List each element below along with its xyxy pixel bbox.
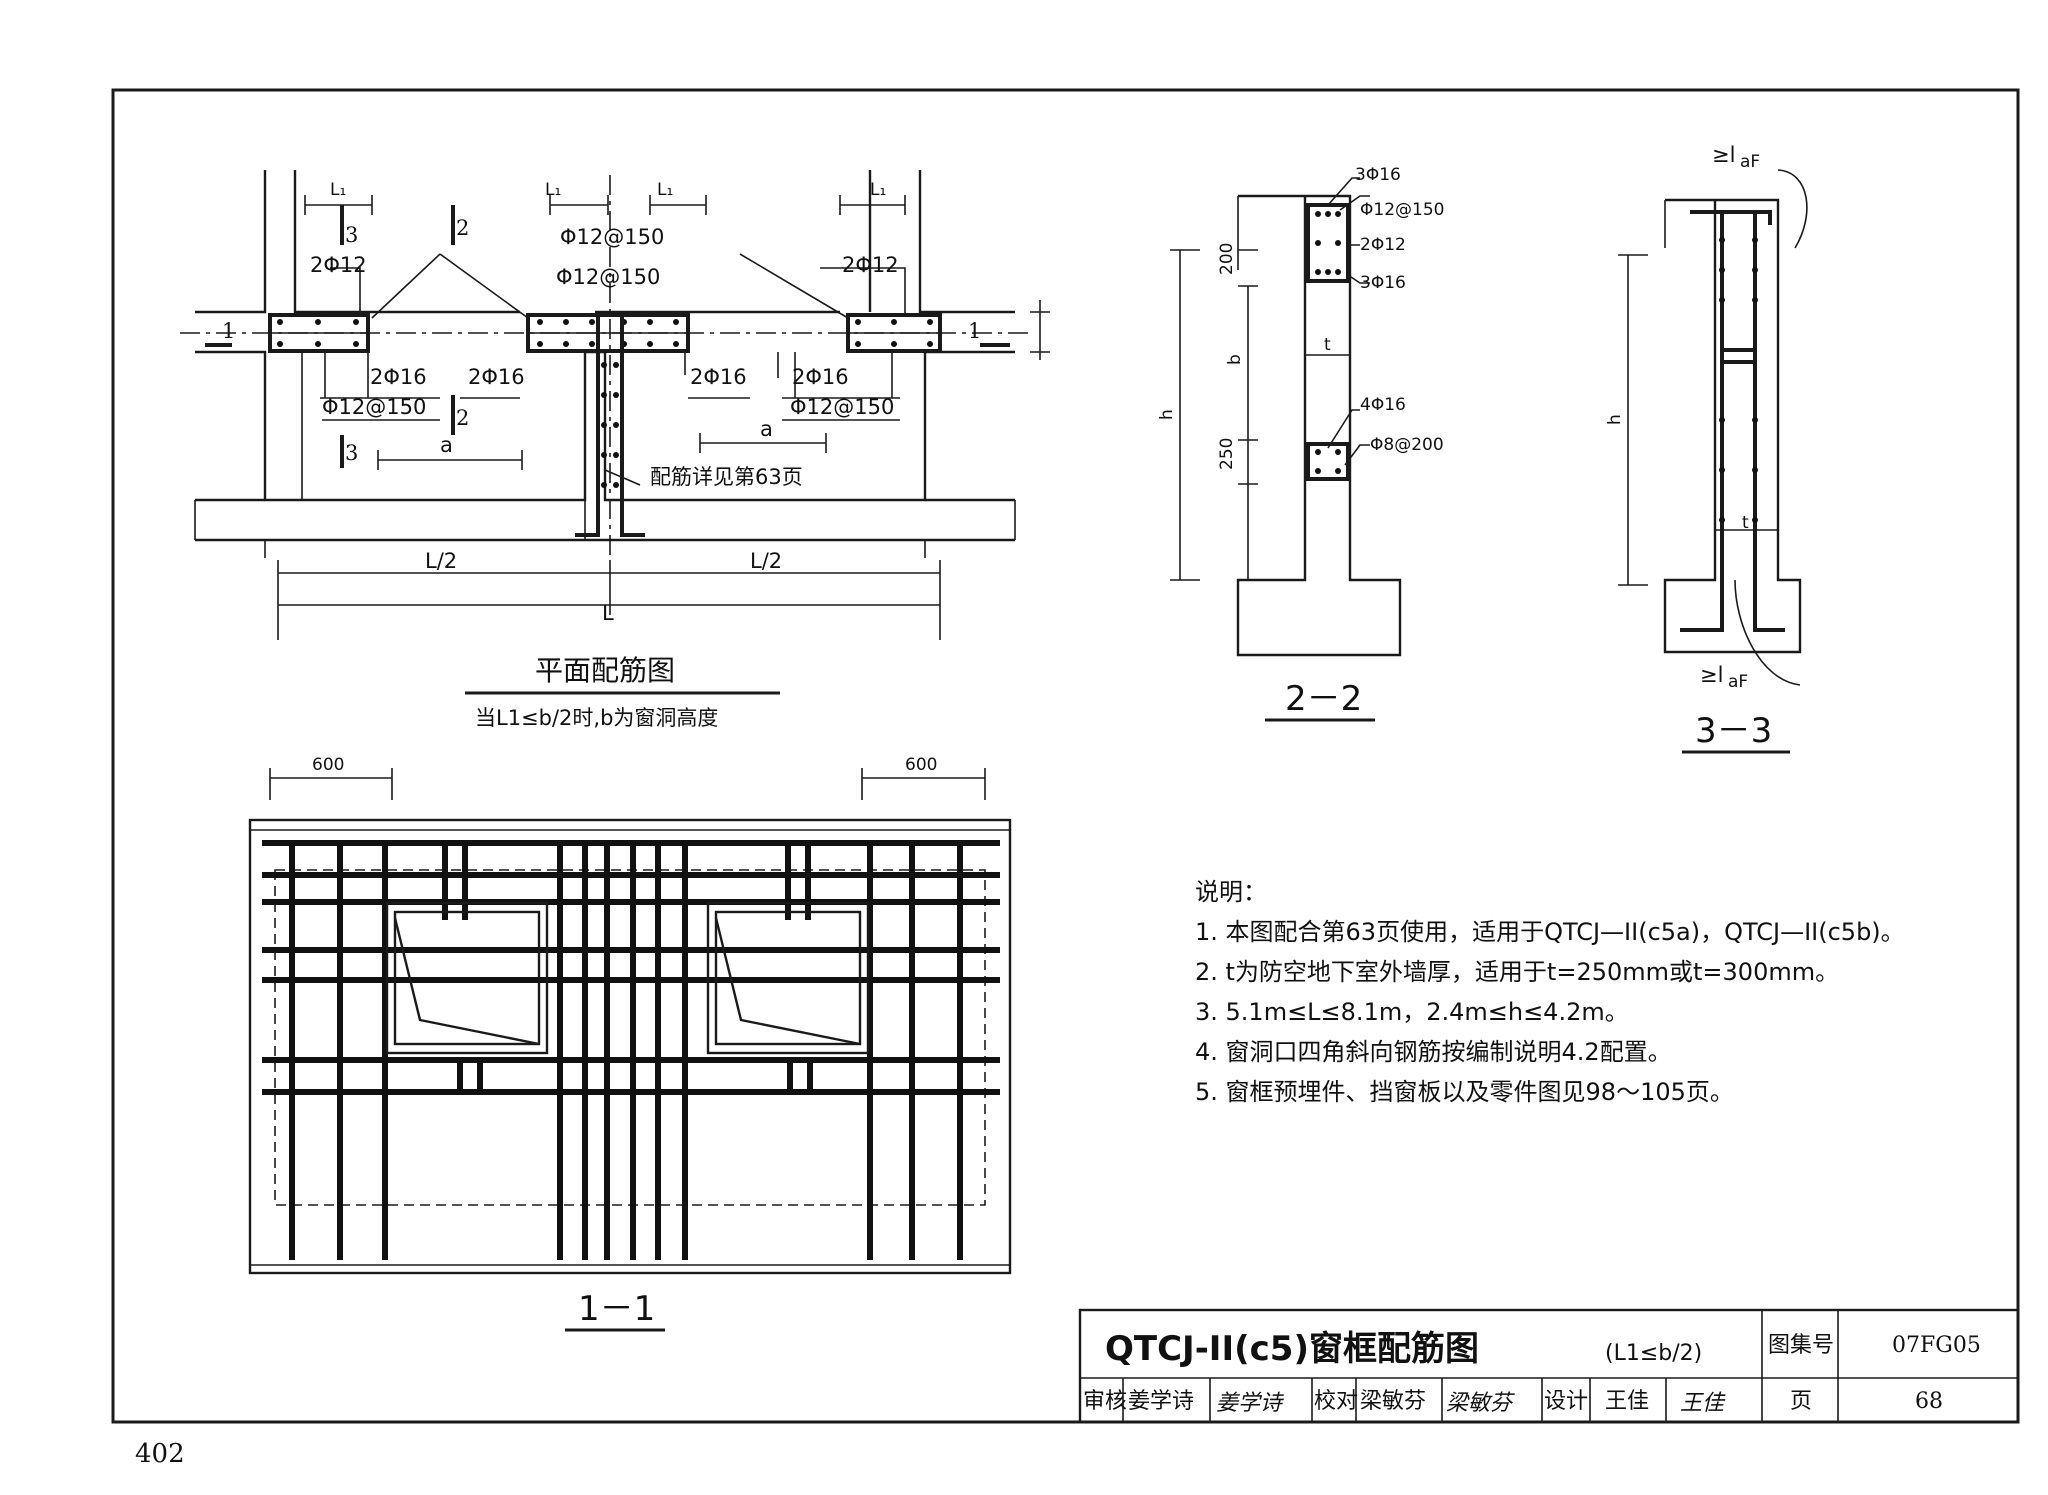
note-1: 1. 本图配合第63页使用，适用于QTCJ—II(c5a)，QTCJ—II(c5… [1195,918,1905,946]
s22-stirrup-top: Φ12@150 [1360,200,1444,220]
note-2: 2. t为防空地下室外墙厚，适用于t=250mm或t=300mm。 [1195,958,1839,986]
plan-dim-half-right: L/2 [750,549,782,573]
cut-1-right: 1 [968,319,981,343]
s22-b: b [1225,354,1245,365]
plan-2phi16-4: 2Φ16 [792,365,849,389]
page-number-box: 68 [1915,1389,1943,1414]
plan-stirrup-right: Φ12@150 [790,395,894,419]
cut-3-top: 3 [345,223,358,247]
plan-dim-total: L [602,601,614,625]
s33-anchor-bot-sub: aF [1728,672,1748,692]
plan-dim-a-right: a [760,417,773,441]
plan-stirrup-mid: Φ12@150 [556,265,660,289]
s22-bot-bars-top: 3Φ16 [1360,273,1406,293]
plan-stirrup-left: Φ12@150 [322,395,426,419]
note-4: 4. 窗洞口四角斜向钢筋按编制说明4.2配置。 [1195,1038,1672,1066]
plan-2phi16-1: 2Φ16 [370,365,427,389]
sheet-border [111,88,2020,1424]
dim-600-left: 600 [312,755,344,775]
elevation-1-1-title: 1－1 [578,1289,655,1329]
s22-dim-250: 250 [1217,438,1237,470]
cut-3-bottom: 3 [345,441,358,465]
notes: 说明： 1. 本图配合第63页使用，适用于QTCJ—II(c5a)，QTCJ—I… [1195,878,1905,1106]
l1-label-mid-left: L₁ [545,180,561,200]
l1-label-right: L₁ [870,180,886,200]
section-3-3: ≥l aF ≥l aF t h 3－3 [1605,143,1808,754]
design-label: 设计 [1544,1389,1588,1414]
cut-2-bottom: 2 [456,406,469,430]
s33-anchor-top: ≥l [1712,143,1735,167]
designer-signature: 王佳 [1680,1391,1726,1416]
plan-title: 平面配筋图 [535,654,675,687]
check-label: 校对 [1314,1389,1358,1414]
s33-t: t [1742,513,1749,533]
drawing-title: QTCJ-II(c5)窗框配筋图 [1105,1329,1479,1369]
s22-h: h [1157,409,1177,420]
plan-stirrup-top: Φ12@150 [560,225,664,249]
note-5: 5. 窗框预埋件、挡窗板以及零件图见98～105页。 [1195,1078,1734,1106]
s33-h: h [1605,414,1625,425]
page-label: 页 [1790,1389,1812,1414]
cut-1-left: 1 [222,319,235,343]
s33-anchor-top-sub: aF [1740,152,1760,172]
plan-2phi16-2: 2Φ16 [468,365,525,389]
plan-dim-a-left: a [440,433,453,457]
dim-600-right: 600 [905,755,937,775]
plan-detail-note: 配筋详见第63页 [650,465,803,489]
s22-top-bars: 3Φ16 [1355,165,1401,185]
section-2-2: 3Φ16 Φ12@150 2Φ12 3Φ16 4Φ16 Φ8@200 t 200… [1157,165,1444,722]
l1-label-left: L₁ [330,180,346,200]
notes-heading: 说明： [1195,878,1267,906]
reviewer-signature: 姜学诗 [1216,1391,1284,1416]
plan-view: L₁ L₁ L₁ L₁ 3 2 2 3 1 1 Φ12@150 Φ12@150 … [180,170,1050,730]
atlas-number: 07FG05 [1892,1333,1981,1358]
checker-signature: 梁敏芬 [1446,1391,1515,1416]
designer-name: 王佳 [1605,1389,1649,1414]
section-3-3-title: 3－3 [1695,711,1772,751]
atlas-label: 图集号 [1768,1333,1834,1358]
drawing-title-suffix: (L1≤b/2) [1605,1341,1702,1366]
checker-name: 梁敏芬 [1360,1389,1426,1414]
note-3: 3. 5.1m≤L≤8.1m，2.4m≤h≤4.2m。 [1195,998,1629,1026]
l1-label-mid-right: L₁ [657,180,673,200]
title-block: QTCJ-II(c5)窗框配筋图 (L1≤b/2) 图集号 07FG05 审核 … [1078,1308,2020,1424]
s22-t: t [1324,335,1331,355]
s22-mid-bars: 2Φ12 [1360,235,1406,255]
plan-dim-half-left: L/2 [425,549,457,573]
plan-subtitle: 当L1≤b/2时,b为窗洞高度 [475,706,718,730]
elevation-1-1: 600 600 1－1 [248,755,1012,1332]
s22-dim-200: 200 [1217,243,1237,275]
section-2-2-title: 2－2 [1285,679,1362,719]
reviewer-name: 姜学诗 [1128,1389,1194,1414]
plan-2phi12-right: 2Φ12 [842,253,899,277]
review-label: 审核 [1083,1389,1127,1414]
cut-2-top: 2 [456,216,469,240]
sheet-page-number: 402 [135,1439,185,1469]
s22-bot-bars: 4Φ16 [1360,395,1406,415]
s33-anchor-bot: ≥l [1700,663,1723,687]
plan-2phi12-left: 2Φ12 [310,253,367,277]
s22-stirrup-bot: Φ8@200 [1370,435,1444,455]
plan-2phi16-3: 2Φ16 [690,365,747,389]
